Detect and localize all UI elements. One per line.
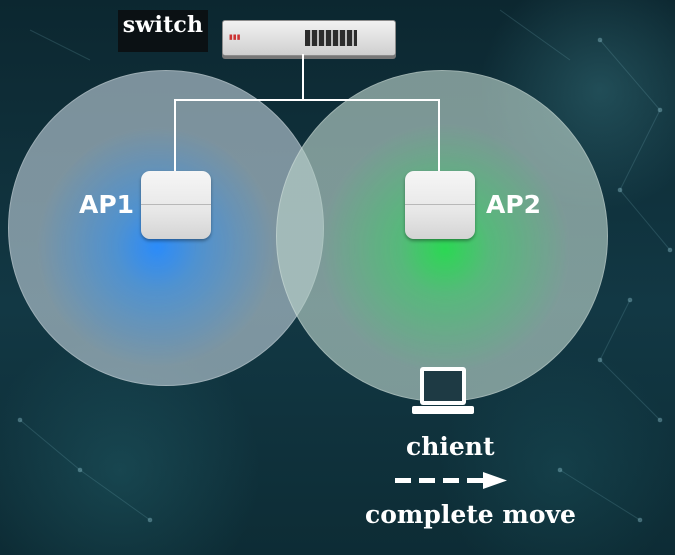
client-label: chient (406, 432, 495, 461)
network-switch-icon: ▮▮▮ (222, 20, 396, 56)
ap2-label: AP2 (486, 190, 542, 219)
switch-label-background (118, 10, 208, 52)
access-point-icon (141, 171, 211, 239)
ap1-cable (174, 99, 176, 171)
ap1-label: AP1 (79, 190, 135, 219)
ap2-coverage-area (276, 70, 608, 402)
dashed-arrow-right-icon (395, 472, 507, 489)
backbone-cable (174, 99, 440, 101)
access-point-icon (405, 171, 475, 239)
move-label: complete move (365, 500, 576, 529)
laptop-icon (412, 367, 474, 414)
switch-label: switch (122, 12, 204, 38)
ap2-cable (438, 99, 440, 171)
switch-uplink-cable (302, 54, 304, 100)
